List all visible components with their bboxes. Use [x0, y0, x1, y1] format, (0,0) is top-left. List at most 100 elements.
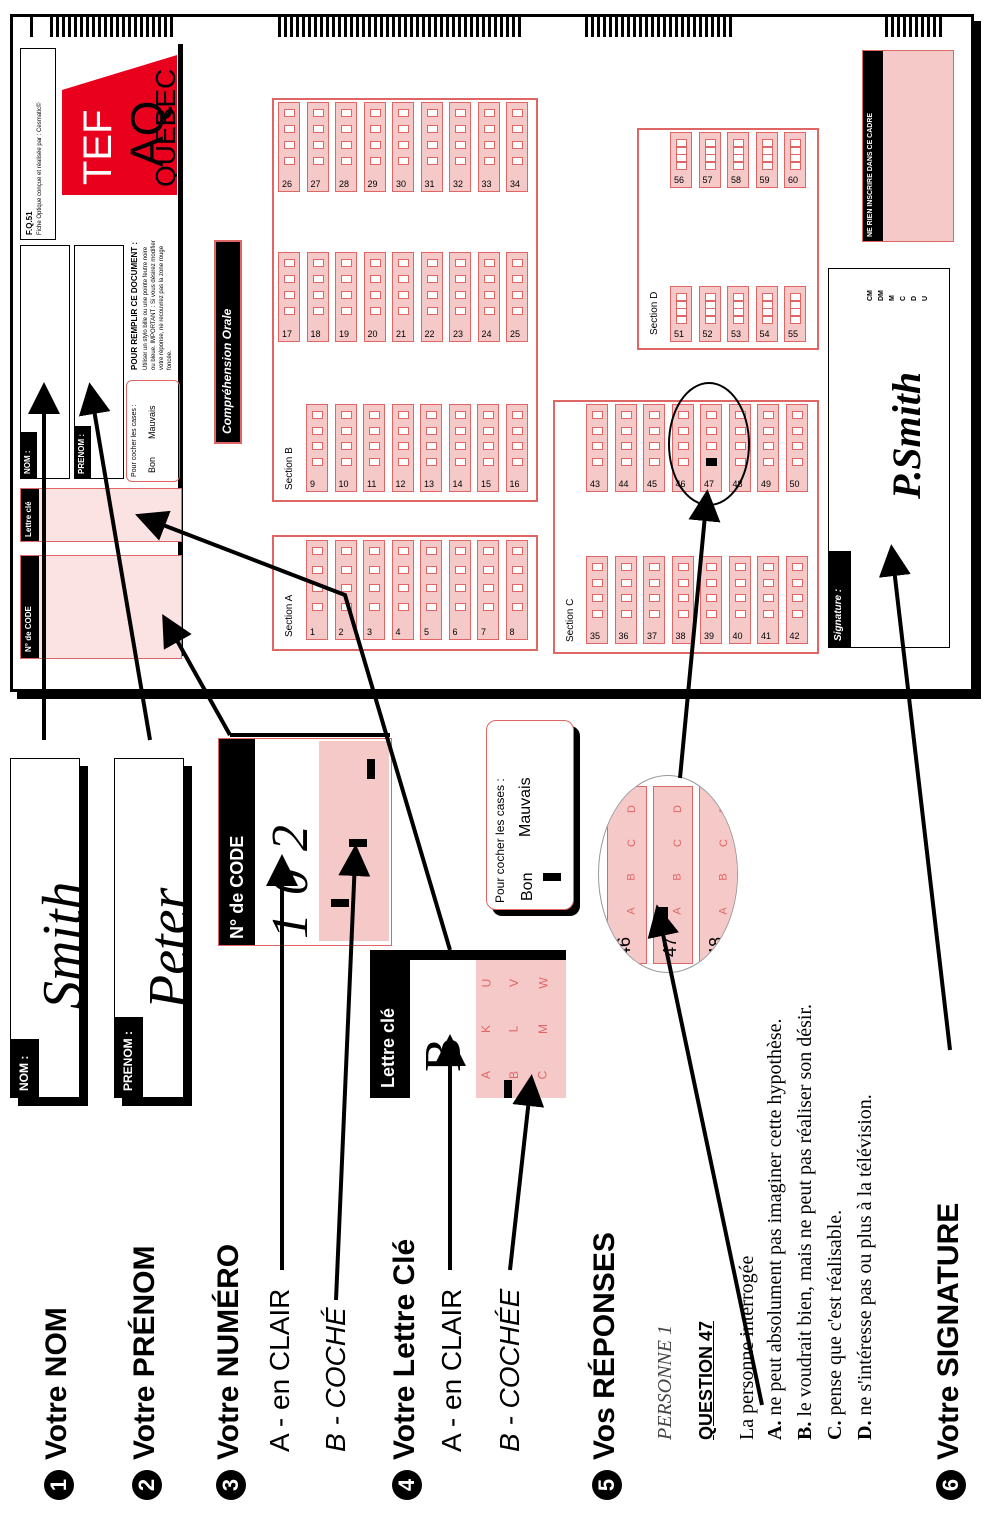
answer-bubble[interactable] [341, 291, 352, 299]
answer-bubble[interactable] [483, 411, 494, 419]
answer-bubble[interactable] [483, 141, 495, 149]
answer-row-27[interactable]: 27 [306, 102, 329, 192]
answer-row-25[interactable]: 25 [506, 252, 528, 342]
answer-bubble[interactable] [761, 161, 773, 170]
answer-bubble[interactable] [511, 584, 523, 592]
answer-bubble[interactable] [426, 125, 438, 133]
question-option-d[interactable]: D. ne s'intéresse pas ou plus à la télév… [854, 1094, 877, 1440]
answer-bubble[interactable] [340, 411, 352, 419]
answer-bubble[interactable] [369, 307, 381, 315]
answer-bubble[interactable] [340, 584, 352, 592]
answer-bubble[interactable] [369, 426, 380, 435]
answer-bubble[interactable] [512, 291, 523, 299]
answer-row-40[interactable]: 40 [728, 556, 751, 644]
answer-bubble[interactable] [426, 547, 437, 555]
question-option-b[interactable]: B. le voudrait bien, mais ne peut pas ré… [794, 1004, 817, 1440]
answer-bubble[interactable] [398, 259, 409, 267]
answer-bubble[interactable] [454, 442, 466, 450]
answer-row-15[interactable]: 15 [477, 404, 499, 492]
answer-bubble[interactable] [284, 157, 295, 165]
answer-bubble[interactable] [341, 157, 352, 165]
answer-bubble[interactable] [369, 157, 381, 165]
answer-row-39[interactable]: 39 [700, 556, 722, 644]
answer-bubble[interactable] [677, 594, 689, 602]
answer-bubble[interactable] [369, 125, 381, 133]
answer-bubble[interactable] [483, 291, 495, 299]
answer-bubble[interactable] [284, 291, 295, 299]
answer-bubble[interactable] [483, 442, 494, 450]
answer-bubble[interactable] [483, 547, 494, 555]
answer-bubble[interactable] [397, 565, 409, 574]
answer-bubble[interactable] [369, 565, 380, 574]
answer-bubble[interactable] [398, 125, 409, 133]
answer-bubble[interactable] [369, 457, 380, 466]
answer-bubble[interactable] [398, 141, 409, 149]
answer-bubble[interactable] [397, 442, 409, 450]
answer-bubble[interactable] [620, 457, 632, 466]
answer-bubble[interactable] [511, 442, 523, 450]
answer-row-33[interactable]: 33 [477, 102, 500, 192]
answer-bubble[interactable] [649, 609, 660, 618]
answer-row-20[interactable]: 20 [363, 252, 386, 342]
answer-row-43[interactable]: 43 [586, 404, 608, 492]
signature-field[interactable]: Signature : P.Smith [828, 268, 950, 648]
answer-row-18[interactable]: 18 [306, 252, 329, 342]
answer-row-34[interactable]: 34 [506, 102, 528, 192]
answer-bubble[interactable] [369, 547, 380, 555]
answer-bubble[interactable] [620, 442, 632, 450]
answer-bubble[interactable] [341, 125, 352, 133]
answer-bubble[interactable] [454, 602, 466, 611]
answer-bubble[interactable] [369, 109, 381, 117]
answer-bubble[interactable] [312, 275, 324, 283]
answer-bubble[interactable] [284, 275, 295, 283]
answer-bubble[interactable] [398, 291, 409, 299]
answer-bubble[interactable] [341, 275, 352, 283]
answer-bubble[interactable] [341, 109, 352, 117]
answer-row-19[interactable]: 19 [335, 252, 357, 342]
answer-row-23[interactable]: 23 [449, 252, 471, 342]
answer-bubble[interactable] [620, 411, 632, 419]
answer-bubble[interactable] [397, 547, 409, 555]
answer-bubble[interactable] [397, 411, 409, 419]
answer-row-55[interactable]: 55 [784, 286, 806, 342]
answer-bubble[interactable] [483, 125, 495, 133]
answer-row-28[interactable]: 28 [335, 102, 357, 192]
answer-bubble[interactable] [426, 442, 437, 450]
answer-bubble[interactable] [763, 411, 774, 419]
answer-bubble[interactable] [369, 275, 381, 283]
answer-bubble[interactable] [426, 259, 438, 267]
answer-bubble[interactable] [649, 411, 660, 419]
answer-bubble[interactable] [790, 315, 801, 324]
answer-bubble[interactable] [454, 411, 466, 419]
answer-row-30[interactable]: 30 [392, 102, 414, 192]
answer-bubble[interactable] [340, 457, 352, 466]
answer-bubble[interactable] [454, 565, 466, 574]
answer-bubble[interactable] [512, 157, 523, 165]
answer-bubble[interactable] [483, 584, 494, 592]
answer-bubble[interactable] [483, 307, 495, 315]
answer-bubble[interactable] [791, 442, 803, 450]
answer-bubble[interactable] [454, 547, 466, 555]
answer-bubble[interactable] [455, 125, 466, 133]
answer-bubble[interactable] [512, 125, 523, 133]
answer-row-49[interactable]: 49 [757, 404, 779, 492]
answer-row-57[interactable]: 57 [698, 132, 721, 188]
answer-bubble[interactable] [734, 594, 746, 602]
answer-bubble[interactable] [763, 594, 774, 602]
answer-bubble[interactable] [763, 578, 774, 587]
answer-bubble[interactable] [284, 307, 295, 315]
answer-bubble[interactable] [312, 259, 324, 267]
answer-row-44[interactable]: 44 [614, 404, 637, 492]
answer-bubble[interactable] [341, 141, 352, 149]
answer-bubble[interactable] [312, 125, 324, 133]
answer-bubble[interactable] [483, 259, 495, 267]
answer-bubble[interactable] [620, 594, 632, 602]
answer-bubble[interactable] [592, 457, 603, 466]
answer-bubble[interactable] [483, 109, 495, 117]
answer-row-21[interactable]: 21 [392, 252, 414, 342]
answer-row-29[interactable]: 29 [363, 102, 386, 192]
answer-bubble[interactable] [426, 109, 438, 117]
answer-row-59[interactable]: 59 [755, 132, 778, 188]
answer-bubble[interactable] [511, 411, 523, 419]
answer-bubble[interactable] [455, 291, 466, 299]
